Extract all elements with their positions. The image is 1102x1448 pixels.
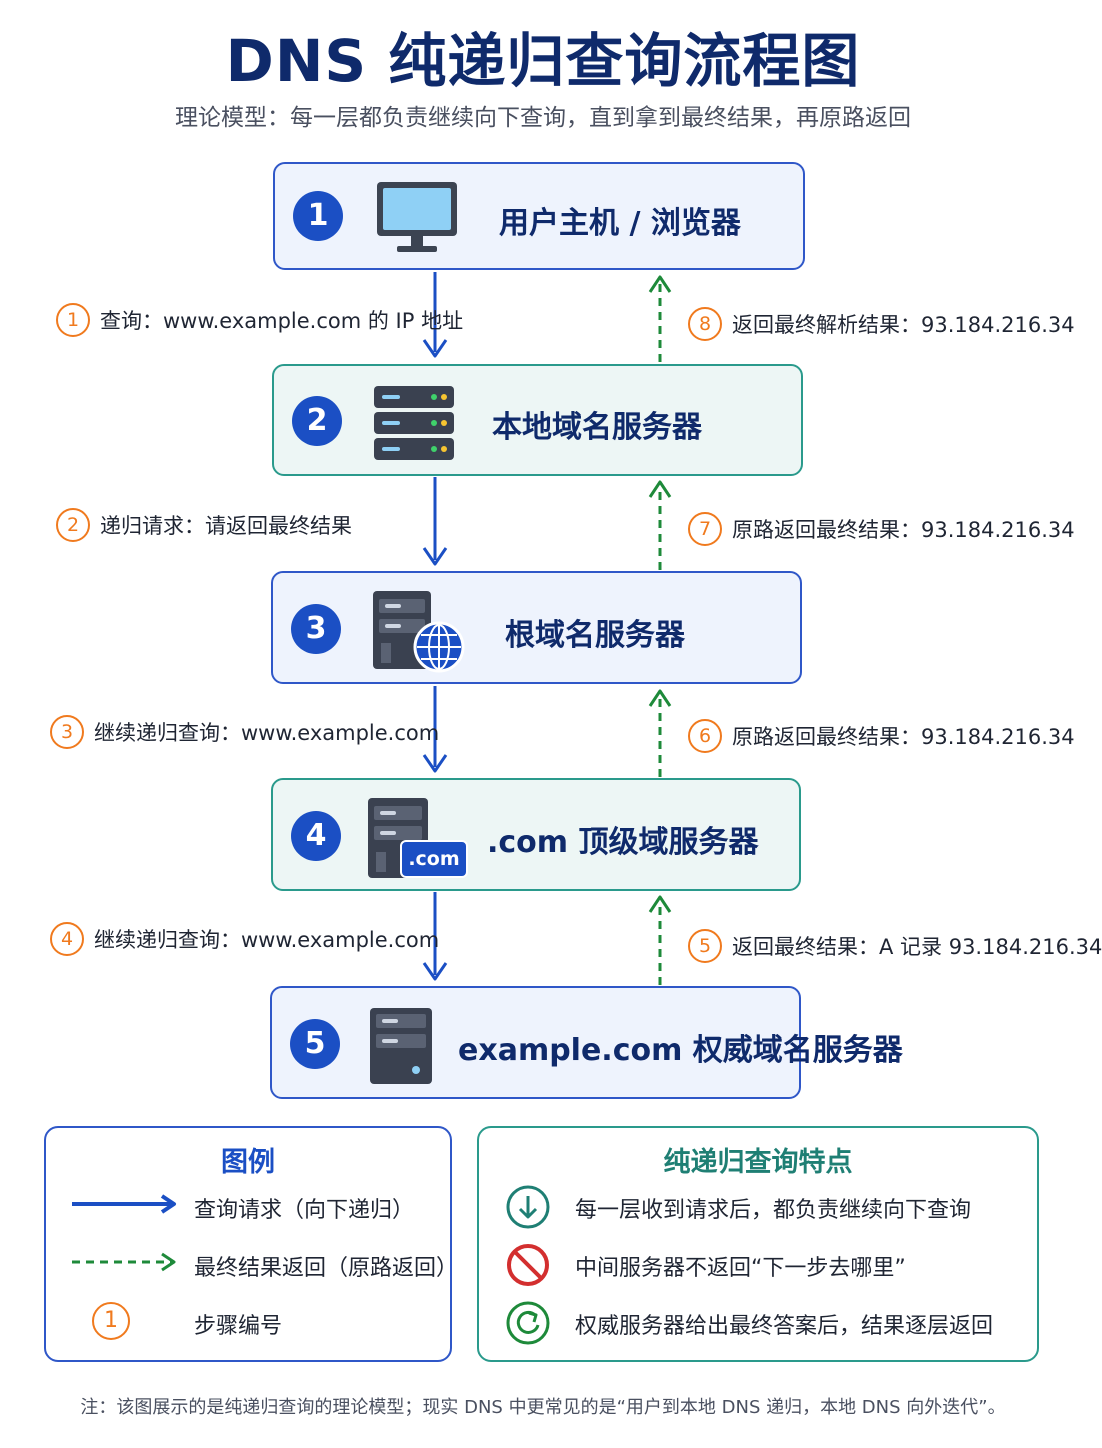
legend-title: 图例 — [221, 1147, 275, 1178]
return-arrow-8 — [648, 275, 672, 362]
com-badge: .com — [400, 840, 468, 878]
node-label: 用户主机 / 浏览器 — [499, 206, 741, 241]
query-arrow-4 — [422, 892, 448, 981]
response-text: 返回最终结果：A 记录 93.184.216.34 — [732, 935, 1102, 959]
no-entry-icon — [507, 1244, 549, 1286]
node-number: 5 — [290, 1019, 340, 1069]
return-arrow-7 — [648, 480, 672, 570]
feature-text-2: 中间服务器不返回“下一步去哪里” — [575, 1256, 906, 1281]
legend-step-label: 步骤编号 — [194, 1314, 283, 1339]
step-number: 8 — [688, 307, 722, 341]
node-number: 3 — [291, 604, 341, 654]
node-number: 1 — [293, 191, 343, 241]
step-number: 7 — [688, 512, 722, 546]
response-text: 返回最终解析结果：93.184.216.34 — [732, 313, 1075, 337]
legend-query-label: 查询请求（向下递归） — [194, 1198, 415, 1223]
node-root-dns: 3 根域名服务器 — [271, 571, 802, 684]
response-text: 原路返回最终结果：93.184.216.34 — [732, 518, 1075, 542]
node-label: .com 顶级域服务器 — [487, 825, 759, 860]
query-text: 查询：www.example.com 的 IP 地址 — [100, 309, 464, 333]
query-label-1: 1 查询：www.example.com 的 IP 地址 — [56, 303, 463, 337]
return-cycle-icon — [506, 1301, 550, 1345]
server-com-icon: .com — [366, 796, 468, 880]
query-text: 继续递归查询：www.example.com — [94, 928, 440, 952]
server-tower-icon — [370, 1008, 432, 1084]
legend-panel: 图例 查询请求（向下递归） 最终结果返回（原路返回） 1 步骤编号 — [44, 1126, 458, 1362]
monitor-icon — [377, 182, 457, 252]
step-number: 4 — [50, 922, 84, 956]
response-text: 原路返回最终结果：93.184.216.34 — [732, 725, 1075, 749]
node-label: example.com 权威域名服务器 — [458, 1033, 903, 1068]
node-authoritative-dns: 5 example.com 权威域名服务器 — [270, 986, 903, 1099]
server-rack-icon — [374, 386, 454, 460]
step-number: 6 — [688, 719, 722, 753]
legend-return-arrow — [72, 1252, 176, 1272]
response-label-8: 8 返回最终解析结果：93.184.216.34 — [688, 307, 1075, 341]
step-number: 3 — [50, 715, 84, 749]
server-globe-icon — [373, 591, 465, 673]
legend-step-sample: 1 — [92, 1302, 130, 1340]
query-label-4: 4 继续递归查询：www.example.com — [50, 922, 439, 956]
response-label-5: 5 返回最终结果：A 记录 93.184.216.34 — [688, 929, 1102, 963]
node-local-dns: 2 本地域名服务器 — [272, 364, 803, 476]
return-arrow-5 — [648, 895, 672, 985]
page-subtitle: 理论模型：每一层都负责继续向下查询，直到拿到最终结果，再原路返回 — [175, 105, 911, 131]
legend-query-arrow — [72, 1194, 176, 1214]
query-label-3: 3 继续递归查询：www.example.com — [50, 715, 439, 749]
query-arrow-2 — [422, 477, 448, 566]
down-arrow-circle-icon — [506, 1185, 550, 1229]
response-label-6: 6 原路返回最终结果：93.184.216.34 — [688, 719, 1075, 753]
return-arrow-6 — [648, 689, 672, 777]
query-text: 继续递归查询：www.example.com — [94, 721, 440, 745]
response-label-7: 7 原路返回最终结果：93.184.216.34 — [688, 512, 1075, 546]
node-number: 4 — [291, 811, 341, 861]
query-label-2: 2 递归请求：请返回最终结果 — [56, 508, 352, 542]
step-number: 1 — [56, 303, 90, 337]
features-title: 纯递归查询特点 — [663, 1147, 853, 1178]
footnote: 注：该图展示的是纯递归查询的理论模型；现实 DNS 中更常见的是“用户到本地 D… — [80, 1397, 1006, 1418]
query-arrow-1 — [422, 272, 448, 358]
step-number: 2 — [56, 508, 90, 542]
feature-text-3: 权威服务器给出最终答案后，结果逐层返回 — [575, 1314, 994, 1339]
node-user-host: 1 用户主机 / 浏览器 — [273, 162, 805, 270]
page-title: DNS 纯递归查询流程图 — [225, 27, 861, 95]
node-label: 根域名服务器 — [505, 618, 685, 653]
node-label: 本地域名服务器 — [492, 410, 702, 445]
node-number: 2 — [292, 396, 342, 446]
query-arrow-3 — [422, 686, 448, 773]
node-com-tld: 4 .com .com 顶级域服务器 — [271, 778, 801, 891]
step-number: 5 — [688, 929, 722, 963]
feature-text-1: 每一层收到请求后，都负责继续向下查询 — [575, 1198, 972, 1223]
query-text: 递归请求：请返回最终结果 — [100, 514, 352, 538]
features-panel: 纯递归查询特点 每一层收到请求后，都负责继续向下查询 中间服务器不返回“下一步去… — [477, 1126, 1039, 1362]
legend-return-label: 最终结果返回（原路返回） — [194, 1256, 459, 1281]
